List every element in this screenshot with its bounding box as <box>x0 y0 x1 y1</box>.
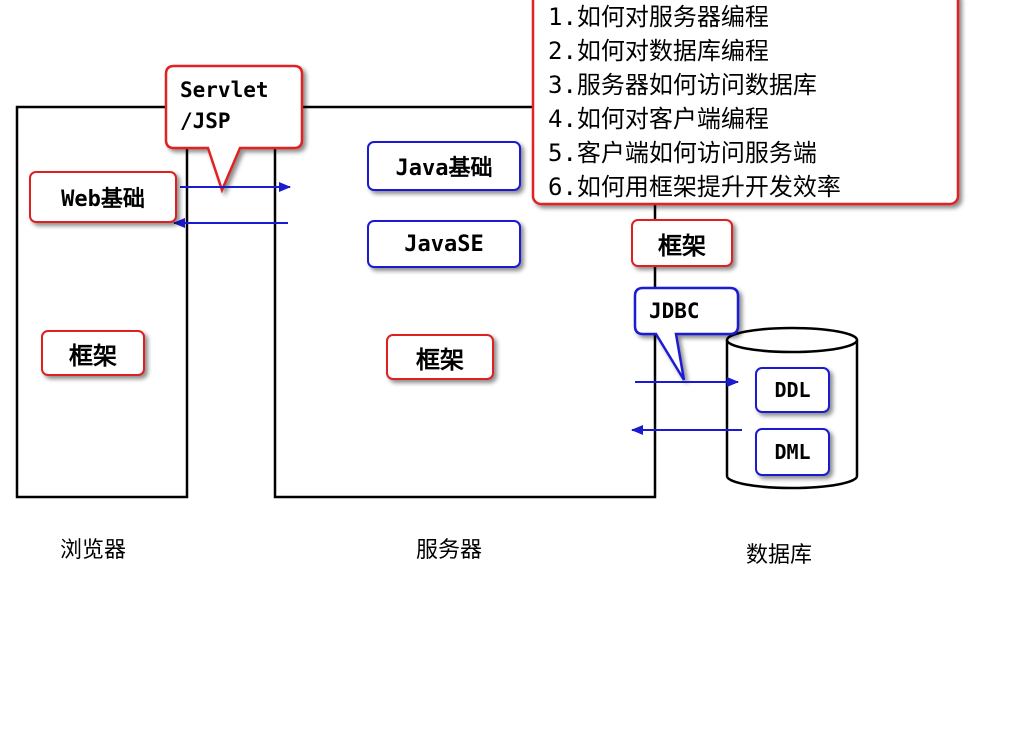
jdbc-callout-bubble <box>633 286 740 381</box>
browser-caption: 浏览器 <box>60 538 127 563</box>
dml-tag: DML <box>755 428 830 476</box>
servlet-callout-line1: Servlet <box>180 78 269 102</box>
topic-item: 3.服务器如何访问数据库 <box>548 71 817 99</box>
servlet-callout-bubble <box>164 64 304 194</box>
server-caption: 服务器 <box>416 538 483 563</box>
server-framework-tag: 框架 <box>386 334 494 380</box>
topic-item: 5.客户端如何访问服务端 <box>548 139 817 167</box>
topics-box <box>531 0 960 206</box>
javase-tag: JavaSE <box>367 220 521 268</box>
java-basics-tag: Java基础 <box>367 141 521 191</box>
topics-list: 1.如何对服务器编程 2.如何对数据库编程 3.服务器如何访问数据库 4.如何对… <box>548 0 841 204</box>
topic-item: 4.如何对客户端编程 <box>548 105 769 133</box>
topic-item: 1.如何对服务器编程 <box>548 3 769 31</box>
ddl-tag: DDL <box>755 367 830 413</box>
database-framework-tag: 框架 <box>631 219 733 267</box>
web-basics-tag: Web基础 <box>29 171 177 223</box>
browser-framework-tag: 框架 <box>41 330 145 376</box>
servlet-callout-line2: /JSP <box>180 109 231 133</box>
topic-item: 6.如何用框架提升开发效率 <box>548 173 841 201</box>
topic-item: 2.如何对数据库编程 <box>548 37 769 65</box>
jdbc-callout-text: JDBC <box>649 299 700 323</box>
database-caption: 数据库 <box>746 543 813 568</box>
browser-box <box>15 105 189 499</box>
